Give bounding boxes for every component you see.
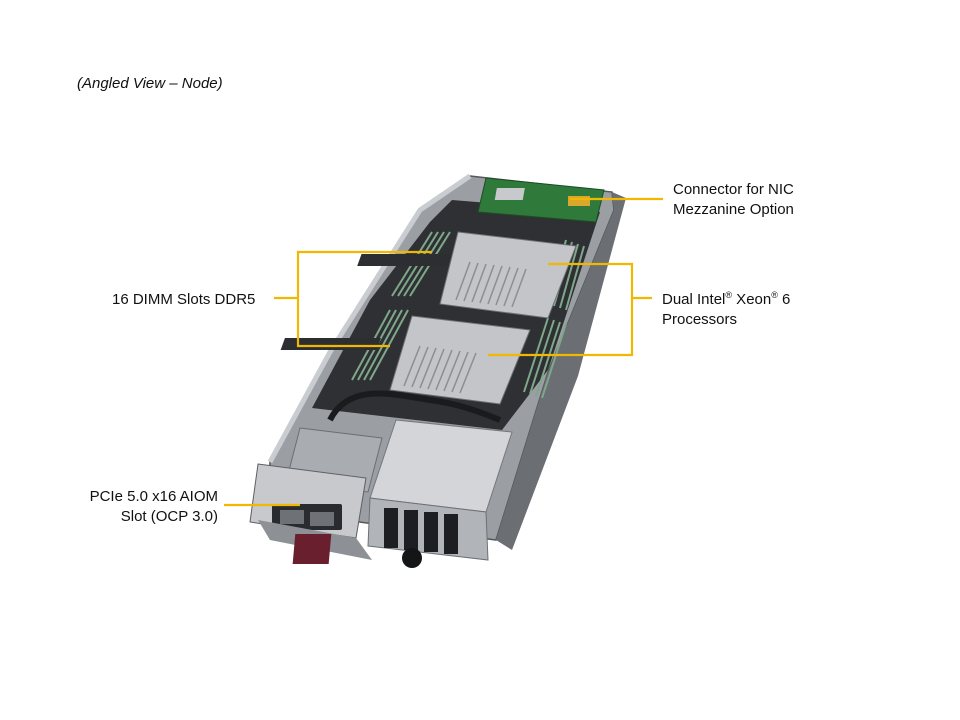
label-cpu-line2: Processors: [662, 311, 738, 328]
callout-lines: [224, 197, 663, 507]
label-nic-line2: Mezzanine Option: [673, 201, 794, 218]
label-nic-mezzanine: Connector for NIC Mezzanine Option: [673, 180, 794, 220]
label-cpu-line1: Dual Intel® Xeon® 6: [662, 290, 791, 309]
label-processors: Dual Intel® Xeon® 6 Processors: [662, 290, 790, 330]
front-drive-cage: [367, 419, 513, 568]
aiom-bracket: [249, 427, 383, 564]
cpu-heatsink-upper: [357, 231, 577, 319]
label-dimm-slots: 16 DIMM Slots DDR5: [112, 291, 256, 308]
label-aiom-line1: PCIe 5.0 x16 AIOM: [89, 488, 218, 505]
callout-cpu-bracket: [488, 262, 634, 357]
label-aiom-line2: Slot (OCP 3.0): [120, 508, 218, 525]
nic-mezzanine-card: [477, 177, 605, 223]
label-nic-line1: Connector for NIC: [673, 181, 794, 198]
view-caption: (Angled View – Node): [77, 75, 223, 92]
label-aiom-slot: PCIe 5.0 x16 AIOM Slot (OCP 3.0): [60, 487, 218, 527]
internal-cable: [327, 390, 502, 423]
